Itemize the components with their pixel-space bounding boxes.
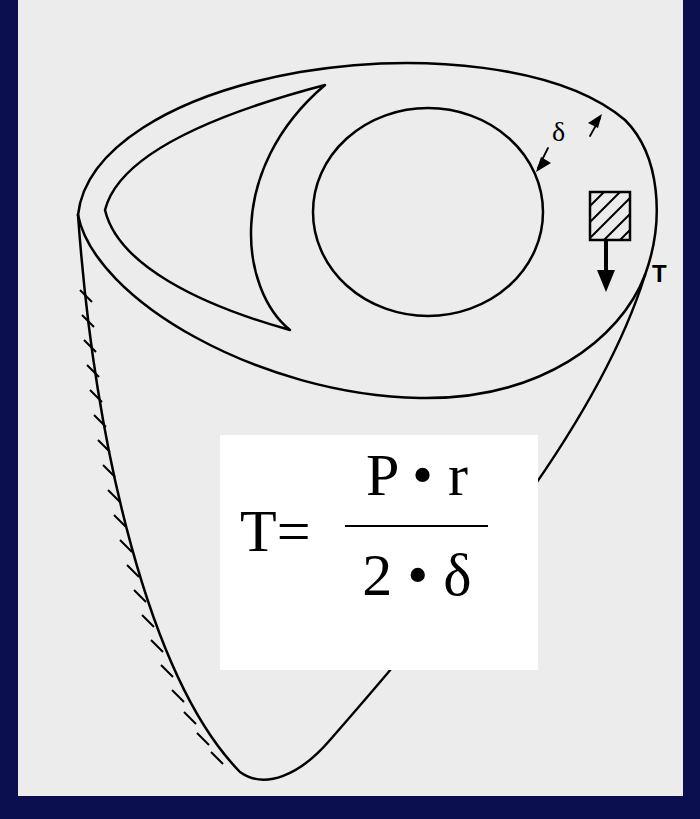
thickness-symbol: δ (552, 118, 565, 146)
formula-text: 2 • δ (362, 545, 471, 605)
formula-box: T= P • r 2 • δ (220, 435, 538, 670)
formula-text: T= (240, 501, 311, 561)
formula-text: P • r (366, 445, 468, 505)
fraction-bar (345, 525, 488, 527)
background-panel (18, 0, 683, 796)
tension-label: T (652, 262, 667, 286)
